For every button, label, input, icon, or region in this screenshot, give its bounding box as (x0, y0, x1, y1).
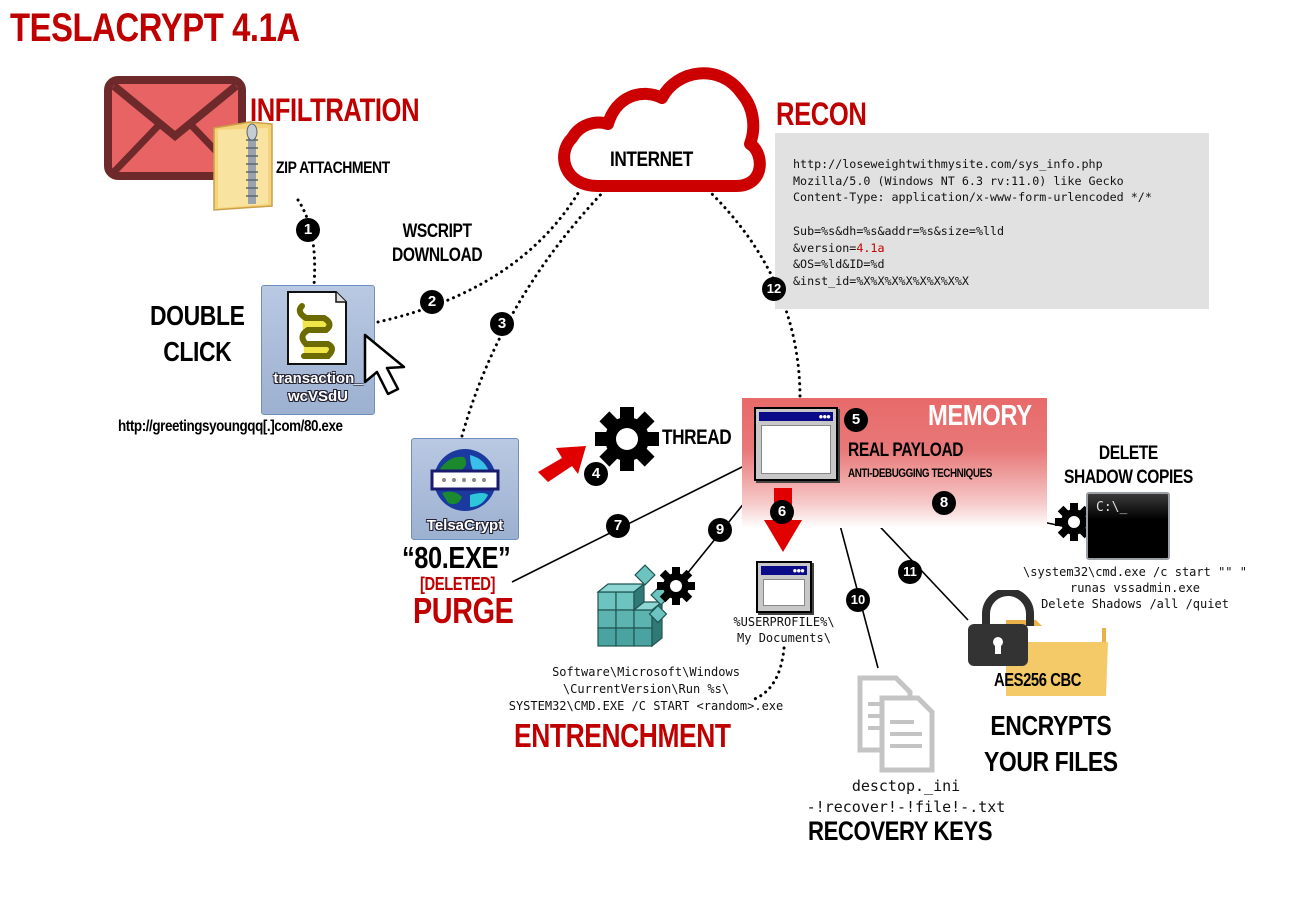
exe-name: “80.EXE” (402, 540, 511, 575)
double-click-line: DOUBLE (150, 300, 245, 331)
encrypts-line: YOUR FILES (984, 746, 1118, 777)
thread-label: THREAD (662, 426, 732, 449)
encrypts-line: ENCRYPTS (990, 710, 1112, 741)
memory-heading: MEMORY (928, 400, 1032, 432)
wscript-download-label: WSCRIPT DOWNLOAD (392, 220, 483, 268)
dotted-line-12 (706, 188, 802, 400)
dotted-line-3 (460, 188, 607, 438)
double-click-line: CLICK (163, 336, 232, 367)
command-prompt-icon: C:\_ (1086, 492, 1170, 560)
shadow-command: \system32\cmd.exe /c start "" " runas vs… (1010, 564, 1260, 612)
step-badge-6: 6 (770, 500, 794, 524)
userprofile-path: %USERPROFILE%\ My Documents\ (724, 614, 844, 646)
code-line: Content-Type: application/x-www-form-url… (793, 190, 1152, 205)
red-arrow-icon (538, 446, 586, 482)
recovery-keys-heading: RECOVERY KEYS (808, 816, 993, 846)
step-badge-12: 12 (762, 277, 786, 301)
wscript-label-line: DOWNLOAD (392, 245, 483, 266)
step-badge-2: 2 (420, 290, 444, 314)
step-badge-3: 3 (490, 312, 514, 336)
internet-cloud-icon (558, 67, 766, 192)
teslacrypt-globe-icon (430, 449, 500, 511)
delete-shadow-heading: DELETE SHADOW COPIES (1064, 442, 1193, 490)
recon-request-code: http://loseweightwithmysite.com/sys_info… (793, 156, 1152, 290)
dotted-line-1 (296, 198, 317, 287)
recon-heading: RECON (776, 96, 867, 132)
shadow-heading-line: DELETE (1098, 443, 1158, 464)
script-file-icon-button[interactable]: transaction_ wcVSdU (261, 285, 375, 415)
zip-folder-icon (213, 121, 273, 211)
code-line: Sub=%s&dh=%s&addr=%s&size=%lld (793, 223, 1005, 238)
script-file-icon (287, 291, 347, 365)
page-title: TESLACRYPT 4.1A (10, 6, 300, 50)
wscript-label-line: WSCRIPT (402, 221, 472, 242)
path-line: %USERPROFILE%\ (733, 615, 835, 629)
recovery-file-line: -!recover!-!file!-.txt (806, 798, 1006, 816)
shadow-heading-line: SHADOW COPIES (1064, 467, 1193, 488)
internet-label: INTERNET (610, 148, 693, 171)
path-line: My Documents\ (737, 631, 831, 645)
version-value: 4.1a (856, 240, 885, 255)
teslacrypt-icon-label: TelsaCrypt (426, 517, 504, 534)
payload-window-icon: ●●● (754, 407, 838, 481)
shadow-gear-icon (1055, 503, 1092, 541)
download-url: http://greetingsyoungqq[.]com/80.exe (118, 418, 343, 435)
registry-icon (596, 564, 695, 648)
code-line: &OS=%ld&ID=%d (793, 257, 885, 272)
aes-label: AES256 CBC (994, 670, 1081, 690)
registry-line: \CurrentVersion\Run %s\ (562, 682, 730, 696)
shadow-cmd-line: \system32\cmd.exe /c start "" " (1023, 565, 1247, 579)
registry-line: Software\Microsoft\Windows (552, 665, 740, 679)
zip-attachment-label: ZIP ATTACHMENT (276, 158, 390, 177)
step-badge-1: 1 (296, 218, 320, 242)
documents-window-icon: ●●● (756, 561, 812, 613)
code-line: &inst_id=%X%X%X%X%X%X%X%X (793, 273, 969, 288)
dotted-line-2 (376, 188, 582, 324)
teslacrypt-icon-button[interactable]: TelsaCrypt (411, 438, 519, 540)
recovery-documents-icon (857, 675, 935, 773)
shadow-cmd-line: Delete Shadows /all /quiet (1041, 597, 1229, 611)
purge-heading: PURGE (413, 590, 514, 631)
step-badge-10: 10 (846, 588, 870, 612)
code-line: &version= (793, 240, 857, 255)
line-7 (511, 461, 753, 583)
shadow-cmd-line: runas vssadmin.exe (1069, 581, 1201, 595)
file-label-line: transaction_ (273, 370, 363, 387)
recovery-file-line: desctop._ini (851, 777, 961, 795)
step-badge-8: 8 (932, 491, 956, 515)
mouse-cursor-icon (363, 333, 406, 396)
real-payload-label: REAL PAYLOAD (848, 440, 964, 461)
registry-run-key: Software\Microsoft\Windows \CurrentVersi… (496, 664, 796, 715)
recon-request-box: http://loseweightwithmysite.com/sys_info… (775, 133, 1209, 309)
step-badge-9: 9 (708, 518, 732, 542)
recovery-file-names: desctop._ini -!recover!-!file!-.txt (796, 776, 1016, 818)
gear-icon (595, 407, 659, 471)
encrypts-heading: ENCRYPTS YOUR FILES (984, 708, 1118, 780)
step-badge-11: 11 (898, 560, 922, 584)
encrypted-folder-icon (968, 590, 1108, 696)
anti-debugging-label: ANTI-DEBUGGING TECHNIQUES (848, 466, 992, 480)
code-line: http://loseweightwithmysite.com/sys_info… (793, 157, 1103, 171)
code-line: Mozilla/5.0 (Windows NT 6.3 rv:11.0) lik… (793, 173, 1124, 188)
cmd-prompt-text: C:\_ (1096, 500, 1128, 515)
step-badge-7: 7 (606, 514, 630, 538)
deleted-label: [DELETED] (420, 574, 496, 594)
step-badge-4: 4 (584, 462, 608, 486)
entrenchment-heading: ENTRENCHMENT (514, 717, 731, 754)
file-label-line: wcVSdU (287, 388, 348, 405)
step-badge-5: 5 (844, 408, 868, 432)
double-click-label: DOUBLE CLICK (150, 298, 245, 370)
infiltration-heading: INFILTRATION (250, 92, 420, 128)
dotted-line-documents (750, 646, 786, 702)
registry-line: SYSTEM32\CMD.EXE /C START <random>.exe (508, 699, 784, 713)
script-file-label: transaction_ wcVSdU (262, 370, 374, 406)
